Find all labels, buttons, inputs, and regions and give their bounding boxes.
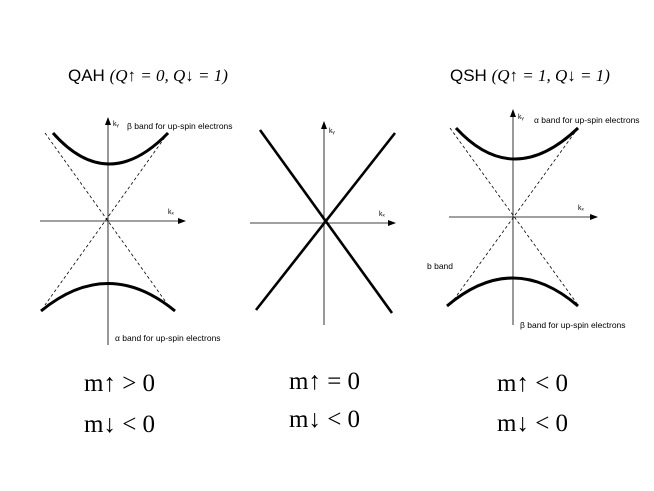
middle-ky-label: kᵧ (329, 128, 335, 135)
qsh-asymptote-1 (449, 127, 579, 306)
qah-upper-band (51, 131, 170, 166)
qsh-ky-label: kᵧ (518, 114, 524, 121)
middle-m-up-equation: m↑ = 0 (289, 368, 361, 395)
qah-asymptote-2 (44, 132, 169, 306)
qah-m-down-equation: m↓ < 0 (84, 411, 156, 438)
qah-top-band-label: β band for up-spin electrons (127, 121, 233, 131)
qsh-lower-band (446, 276, 579, 308)
qah-q-expression: (Q↑ = 0, Q↓ = 1) (109, 66, 228, 85)
middle-m-down-equation: m↓ < 0 (289, 406, 361, 433)
qsh-top-band-label: α band for up-spin electrons (534, 115, 640, 125)
qsh-label: QSH (450, 66, 487, 85)
qsh-bottom-band-label: β band for up-spin electrons (520, 320, 626, 330)
qsh-diagram (446, 109, 598, 325)
qah-diagram (40, 117, 186, 345)
qah-kx-label: kₓ (168, 209, 174, 216)
qsh-kx-label: kₓ (578, 205, 584, 212)
qah-m-up-equation: m↑ > 0 (84, 370, 156, 397)
qsh-m-up-equation: m↑ < 0 (497, 370, 569, 397)
qah-title: QAH (Q↑ = 0, Q↓ = 1) (68, 66, 228, 86)
qsh-asymptote-2 (449, 127, 579, 306)
qah-ky-label: kᵧ (113, 121, 119, 128)
qah-lower-band (40, 282, 176, 313)
qsh-title: QSH (Q↑ = 1, Q↓ = 1) (450, 66, 610, 86)
qsh-upper-band (454, 126, 580, 161)
qsh-m-down-equation: m↓ < 0 (497, 410, 569, 437)
qsh-left-band-label: b band (427, 261, 453, 271)
middle-kx-label: kₓ (379, 211, 385, 218)
middle-diagram (250, 121, 397, 325)
qsh-q-expression: (Q↑ = 1, Q↓ = 1) (491, 66, 610, 85)
middle-dirac-line-2 (254, 132, 397, 311)
qah-label: QAH (68, 66, 105, 85)
qah-bottom-band-label: α band for up-spin electrons (115, 333, 221, 343)
